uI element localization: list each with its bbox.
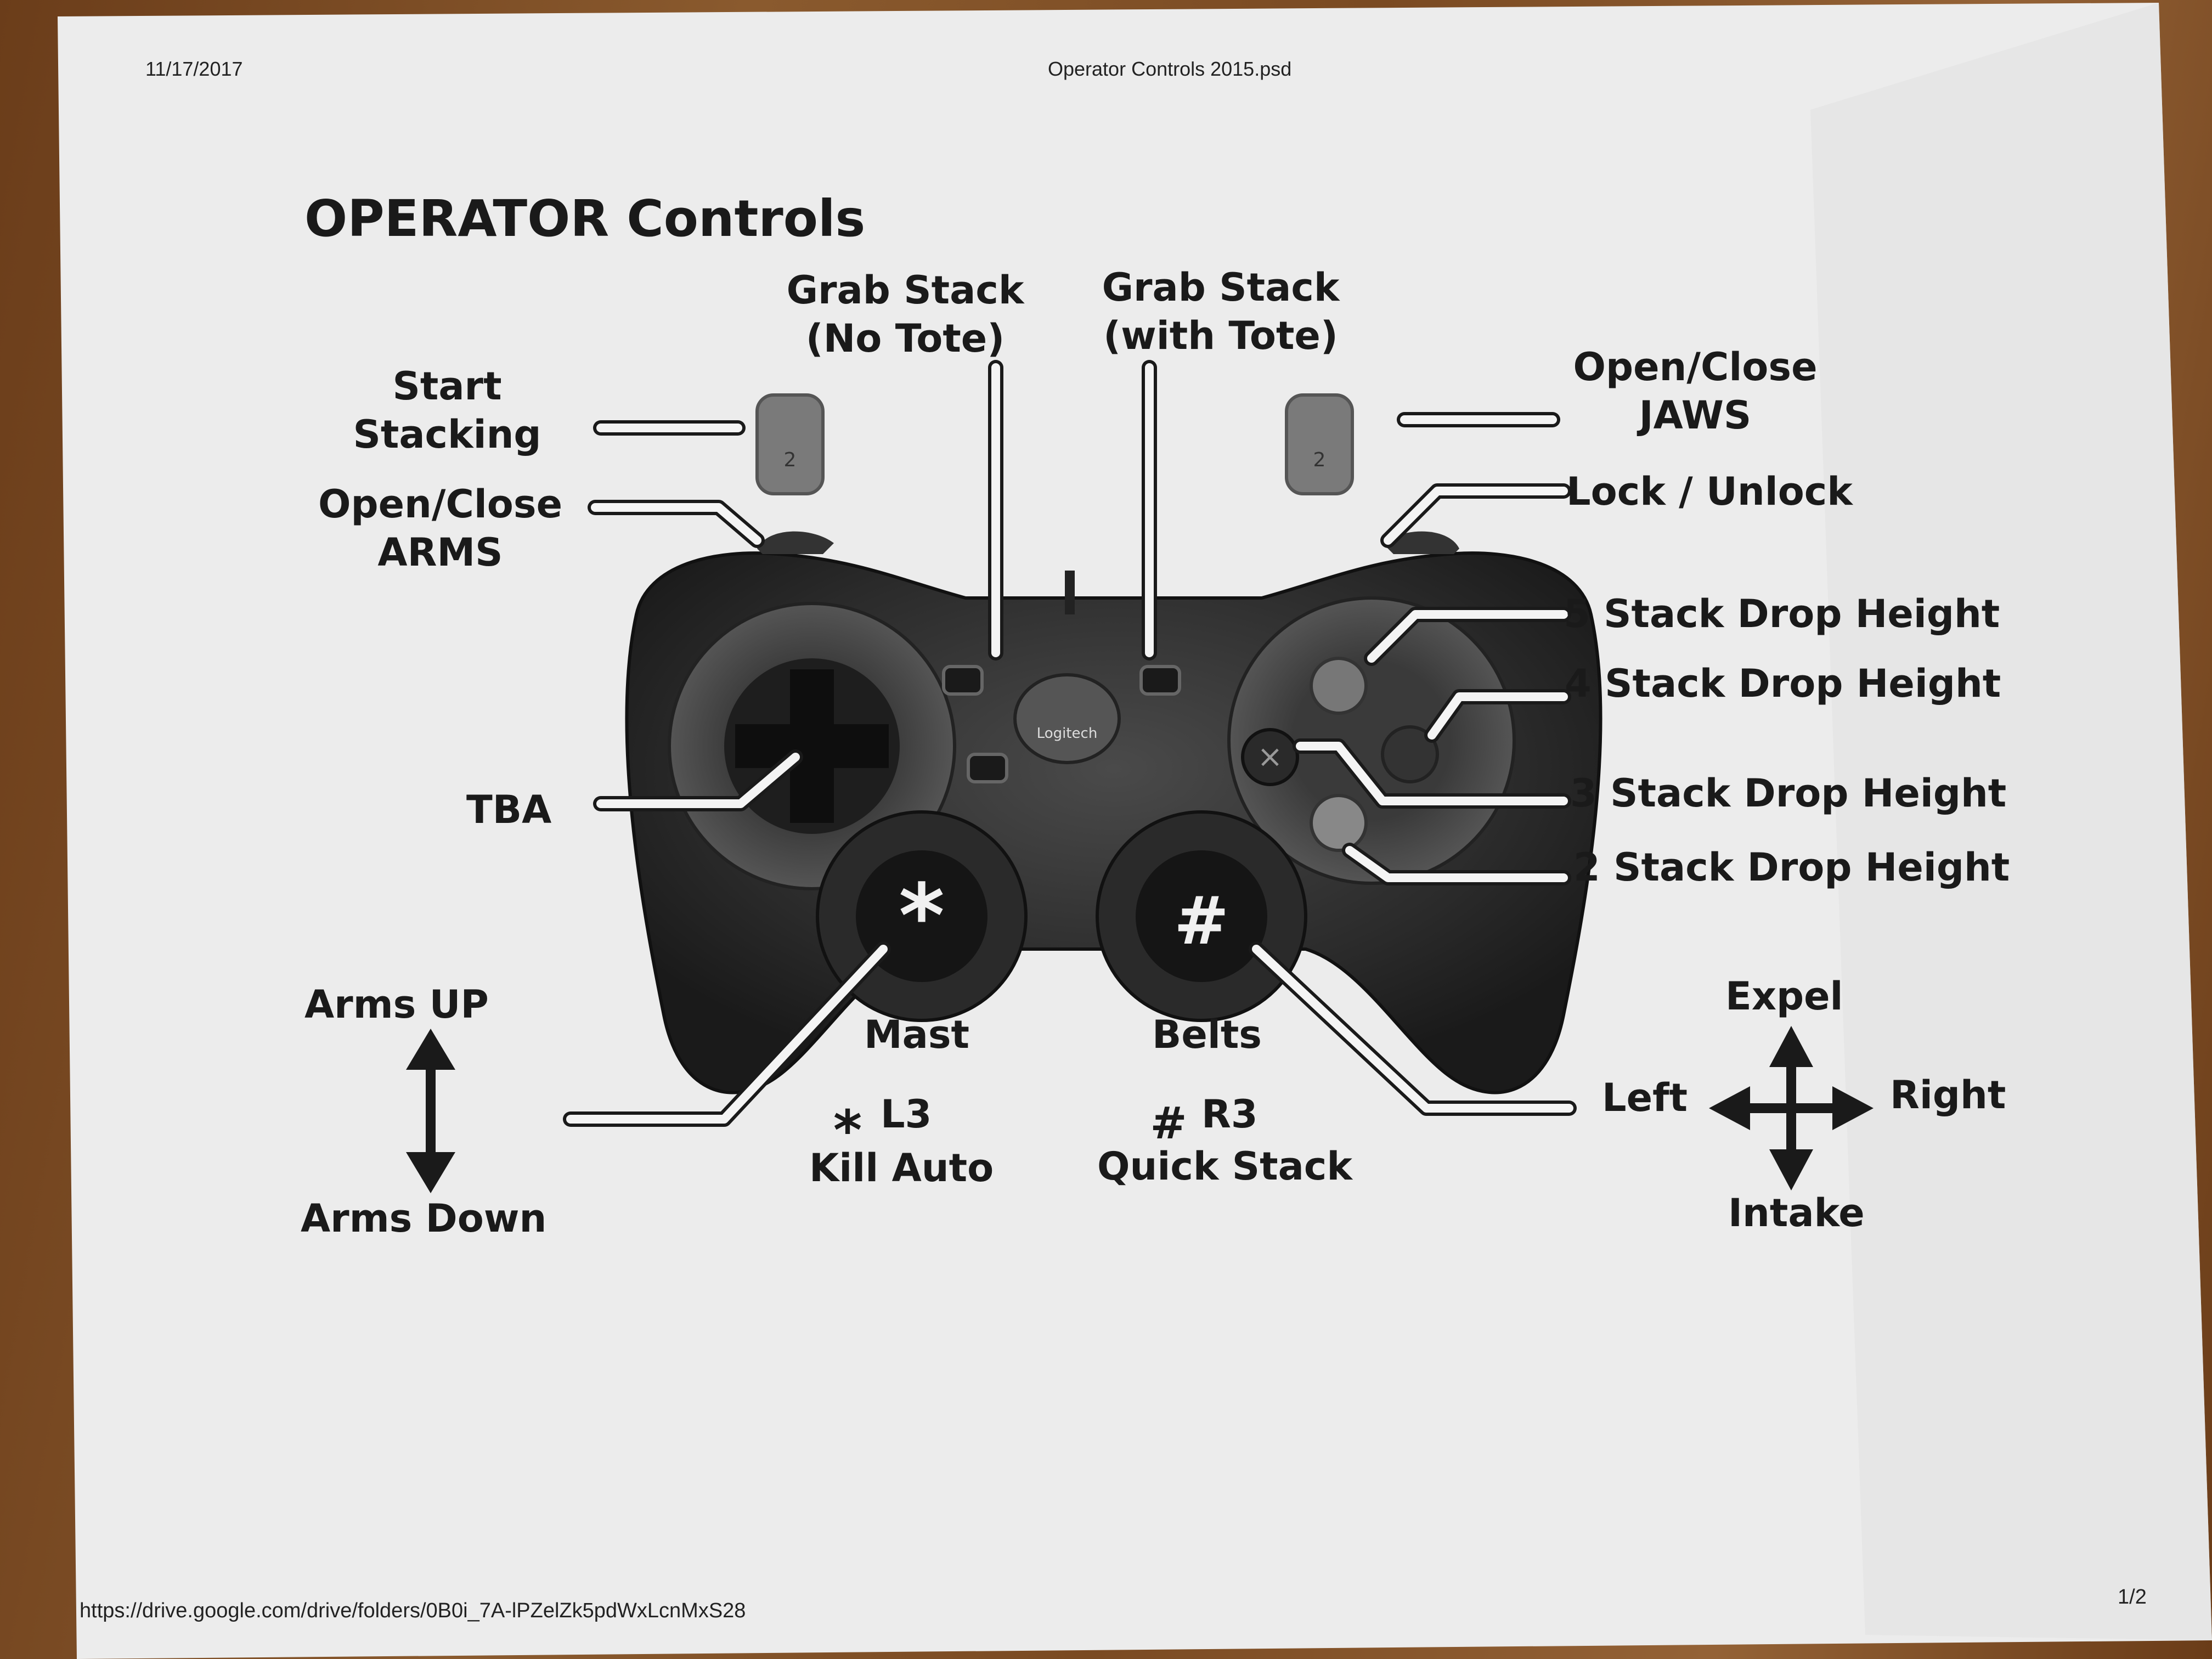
right-analog-stick [1136,850,1267,982]
logitech-logo [1013,673,1121,764]
callout-lines [563,360,1577,1127]
face-button-ring [1227,596,1516,885]
r3-hash-glyph: # [1150,1098,1187,1149]
left-trigger-mark: 2 [784,449,797,471]
label-belts: Belts [1152,1012,1262,1057]
label-right: Right [1890,1073,2006,1118]
label-arms-down: Arms Down [301,1196,547,1241]
right-trigger-mark: 2 [1313,449,1326,471]
page-title: OPERATOR Controls [304,189,866,248]
button-y [1310,657,1368,715]
label-kill-auto: Kill Auto [809,1146,994,1190]
label-expel: Expel [1725,974,1843,1019]
left-bumper [757,531,834,554]
right-stick-symbol: # [1174,883,1229,960]
label-lock-unlock: Lock / Unlock [1566,469,1853,514]
logitech-logo-text: Logitech [1037,725,1098,742]
label-2-stack-drop-height: 2 Stack Drop Height [1573,845,2010,890]
label-grab-stack-no-tote: Grab Stack (No Tote) [786,268,1024,361]
arms-up-down-arrow [406,1029,455,1193]
label-l3: L3 [881,1092,932,1137]
dpad-vertical [790,669,834,823]
left-stick-symbol: * [899,865,945,967]
label-open-close-jaws: Open/Close JAWS [1573,345,1818,438]
label-tba: TBA [466,787,552,832]
button-x [1241,728,1299,786]
print-date: 11/17/2017 [145,58,243,80]
label-intake: Intake [1728,1190,1865,1235]
label-arms-up: Arms UP [304,982,489,1027]
expel-intake-direction-arrows [1709,1026,1874,1190]
right-trigger [1285,393,1354,495]
label-grab-stack-with-tote: Grab Stack (with Tote) [1102,265,1340,358]
label-5-stack-drop-height: 5 Stack Drop Height [1564,591,2000,636]
svg-text:×: × [1257,739,1283,775]
button-a [1310,794,1368,852]
mode-button [967,753,1008,783]
document-title: Operator Controls 2015.psd [1048,58,1292,80]
label-4-stack-drop-height: 4 Stack Drop Height [1565,661,2001,706]
label-mast: Mast [864,1012,970,1057]
footer-url: https://drive.google.com/drive/folders/0… [80,1599,746,1622]
label-start-stacking: Start Stacking [353,364,541,457]
paper-shadow-right [1810,3,2212,1640]
label-3-stack-drop-height: 3 Stack Drop Height [1570,771,2007,816]
label-left: Left [1602,1075,1688,1120]
label-r3: R3 [1201,1092,1258,1137]
start-button [1139,665,1181,696]
l3-asterisk-glyph: * [833,1098,862,1163]
page-number: 1/2 [2118,1585,2147,1609]
label-quick-stack: Quick Stack [1097,1144,1352,1189]
back-button [942,665,984,696]
left-trigger [755,393,825,495]
label-open-close-arms: Open/Close ARMS [318,482,563,575]
button-b [1381,725,1439,783]
